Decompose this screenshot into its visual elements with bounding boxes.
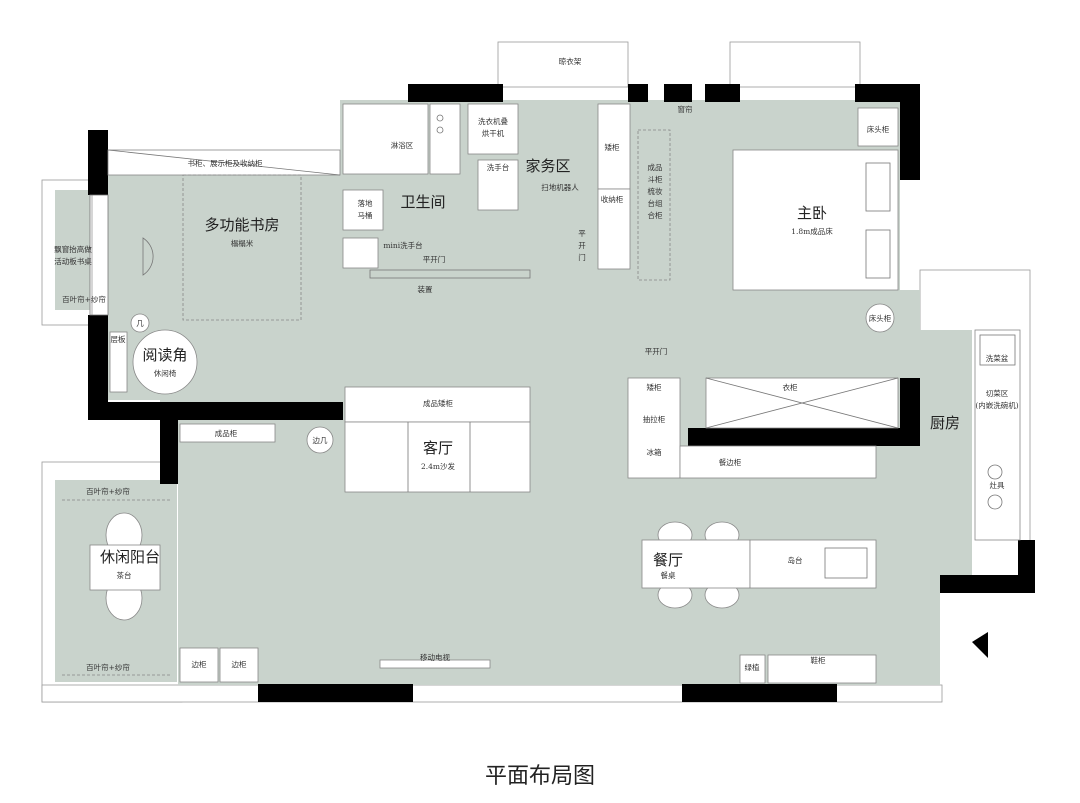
room-label-study: 多功能书房 bbox=[204, 216, 279, 234]
master-furniture bbox=[597, 103, 899, 429]
label-combo-3: 梳妆 bbox=[648, 186, 663, 196]
label-side-cab-1: 边柜 bbox=[192, 659, 207, 669]
room-label-balcony: 休闲阳台 bbox=[100, 548, 160, 566]
label-washer-b: 烘干机 bbox=[482, 128, 505, 138]
label-island: 岛台 bbox=[788, 555, 803, 565]
label-drying-rack: 晾衣架 bbox=[559, 56, 582, 66]
label-toilet-b: 马桶 bbox=[358, 210, 373, 220]
label-stove: 灶具 bbox=[990, 480, 1005, 490]
room-label-reading: 阅读角 bbox=[142, 346, 187, 364]
label-prep-a: 切菜区 bbox=[986, 388, 1009, 398]
label-side-cab-2: 边柜 bbox=[232, 659, 247, 669]
label-nightstand-mid: 床头柜 bbox=[869, 313, 892, 323]
label-tall-cabinet: 矮柜 bbox=[605, 142, 620, 152]
label-lounge-chair: 休闲椅 bbox=[154, 368, 177, 378]
label-toilet-a: 落地 bbox=[358, 198, 373, 208]
label-facade: 装置 bbox=[418, 284, 433, 294]
label-bed: 1.8m成品床 bbox=[791, 226, 833, 236]
label-sofa: 2.4m沙发 bbox=[421, 461, 456, 471]
living-furniture bbox=[179, 386, 531, 493]
label-tea-table: 茶台 bbox=[117, 570, 132, 580]
plan-caption: 平面布局图 bbox=[484, 764, 595, 789]
label-basin: 洗手台 bbox=[487, 162, 510, 172]
label-door-master: 平开门 bbox=[645, 347, 668, 356]
label-fridge: 冰箱 bbox=[647, 447, 662, 457]
label-shoe-cab: 鞋柜 bbox=[811, 655, 826, 665]
label-floating-desk: 飘窗抬高做 bbox=[54, 244, 92, 254]
label-window: 窗帘 bbox=[678, 104, 693, 114]
label-blinds-bottom: 百叶帘+纱帘 bbox=[86, 662, 130, 672]
dining-furniture bbox=[627, 329, 1021, 609]
label-sofa-back: 成品矮柜 bbox=[423, 398, 453, 408]
label-combo-4: 台组 bbox=[648, 198, 663, 208]
label-wardrobe: 衣柜 bbox=[783, 382, 798, 392]
label-door-v-1: 平 bbox=[578, 229, 586, 238]
label-prep-b: (内嵌洗碗机) bbox=[975, 400, 1018, 410]
label-nightstand-top: 床头柜 bbox=[867, 124, 890, 134]
bathroom-furniture bbox=[342, 103, 531, 279]
room-label-master: 主卧 bbox=[797, 204, 827, 222]
room-label-kitchen: 厨房 bbox=[930, 414, 960, 432]
label-pull-cab: 抽拉柜 bbox=[643, 414, 666, 424]
label-dining-table: 餐桌 bbox=[661, 570, 676, 580]
label-shelf: 层板 bbox=[111, 334, 126, 344]
room-label-bathroom: 卫生间 bbox=[400, 193, 445, 211]
room-label-housework: 家务区 bbox=[525, 157, 570, 175]
label-door-v-3: 门 bbox=[578, 253, 586, 262]
label-combo-2: 斗柜 bbox=[648, 174, 663, 184]
label-storage: 收纳柜 bbox=[601, 194, 624, 204]
label-side-table: 几 bbox=[136, 319, 144, 328]
label-tv-cabinet: 成品柜 bbox=[215, 428, 238, 438]
label-door-bath: 平开门 bbox=[423, 255, 446, 264]
reading-furniture bbox=[109, 313, 198, 395]
label-combo-5: 合柜 bbox=[648, 210, 663, 220]
label-sideboard: 餐边柜 bbox=[719, 457, 742, 467]
balcony-furniture bbox=[62, 499, 170, 676]
label-bookshelf: 书柜、展示柜及收纳柜 bbox=[188, 158, 263, 168]
labels: 多功能书房 榻榻米 阅读角 休闲椅 卫生间 家务区 主卧 1.8m成品床 客厅 … bbox=[54, 56, 1018, 672]
label-side-table2: 边几 bbox=[313, 436, 328, 445]
label-blinds-study: 百叶帘+纱帘 bbox=[62, 294, 106, 304]
label-green-cab: 绿植 bbox=[745, 662, 760, 672]
bottom-furniture bbox=[179, 647, 877, 684]
walls bbox=[88, 84, 1035, 702]
label-robot: 扫地机器人 bbox=[541, 182, 579, 192]
label-door-v-2: 开 bbox=[578, 241, 586, 250]
label-short-cab: 矮柜 bbox=[647, 382, 662, 392]
label-combo-1: 成品 bbox=[648, 162, 663, 172]
study-furniture bbox=[89, 149, 341, 321]
room-label-dining: 餐厅 bbox=[653, 551, 683, 569]
label-tatami: 榻榻米 bbox=[231, 238, 254, 248]
label-mini-basin: mini洗手台 bbox=[383, 240, 422, 250]
label-shower: 淋浴区 bbox=[391, 140, 414, 150]
label-tv: 移动电视 bbox=[420, 652, 450, 662]
label-veg-basin: 洗菜盆 bbox=[986, 353, 1009, 363]
label-blinds-top: 百叶帘+纱帘 bbox=[86, 486, 130, 496]
label-washer-a: 洗衣机叠 bbox=[478, 116, 508, 126]
label-floating-desk2: 活动板书桌 bbox=[54, 256, 92, 266]
room-label-living: 客厅 bbox=[423, 439, 453, 457]
